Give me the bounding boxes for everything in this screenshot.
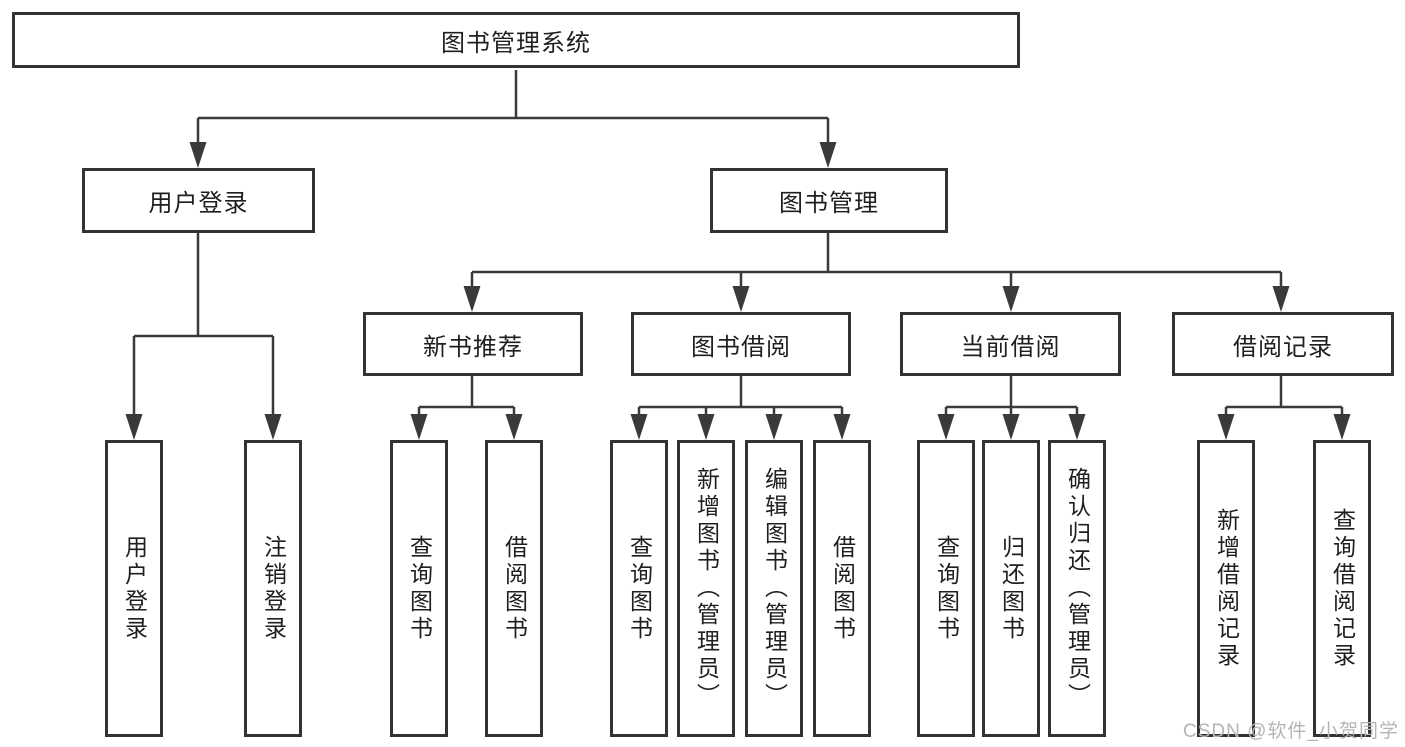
connector-book-borrowing <box>637 376 844 432</box>
node-label: 注销登录 <box>260 534 287 643</box>
arrow-icon <box>732 286 750 312</box>
arrow-icon <box>1002 414 1020 440</box>
connector-borrowing-records <box>1224 376 1344 432</box>
leaf-borrow-books-recommend: 借阅图书 <box>485 440 543 737</box>
node-book-management: 图书管理 <box>710 168 948 233</box>
node-label: 新增借阅记录 <box>1213 507 1240 670</box>
connector-user-login <box>132 233 275 432</box>
node-label: 新书推荐 <box>423 333 523 361</box>
arrow-icon <box>819 142 837 168</box>
arrow-icon <box>505 414 523 440</box>
leaf-edit-books-admin: 编辑图书（管理员） <box>745 440 803 737</box>
node-label: 编辑图书（管理员） <box>761 467 788 710</box>
node-user-login: 用户登录 <box>82 168 315 233</box>
node-label: 借阅记录 <box>1233 333 1333 361</box>
node-label: 图书管理 <box>779 190 879 217</box>
node-borrowing-records: 借阅记录 <box>1172 312 1394 376</box>
node-library-management-system: 图书管理系统 <box>12 12 1020 68</box>
arrow-icon <box>1333 414 1351 440</box>
leaf-query-books-borrowing: 查询图书 <box>610 440 668 737</box>
leaf-confirm-return-admin: 确认归还（管理员） <box>1048 440 1106 737</box>
connector-book-management <box>470 233 1283 304</box>
node-label: 图书管理系统 <box>441 29 591 57</box>
leaf-return-books: 归还图书 <box>982 440 1040 737</box>
node-label: 当前借阅 <box>960 333 1061 361</box>
node-label: 查询借阅记录 <box>1329 507 1356 670</box>
node-label: 用户登录 <box>148 190 249 217</box>
arrow-icon <box>264 414 282 440</box>
leaf-borrow-books-borrowing: 借阅图书 <box>813 440 871 737</box>
arrowheads <box>125 142 1351 440</box>
node-label: 新增图书（管理员） <box>693 467 720 710</box>
arrow-icon <box>463 286 481 312</box>
arrow-icon <box>697 414 715 440</box>
node-label: 查询图书 <box>626 534 653 643</box>
connector-root <box>196 70 830 160</box>
node-label: 图书借阅 <box>691 333 791 361</box>
connector-new-book-recommendation <box>417 376 516 432</box>
arrow-icon <box>1272 286 1290 312</box>
csdn-watermark: CSDN @软件_小贺同学 <box>1183 721 1399 742</box>
arrow-icon <box>765 414 783 440</box>
node-label: 借阅图书 <box>501 534 528 643</box>
arrow-icon <box>1002 286 1020 312</box>
leaf-user-login: 用户登录 <box>105 440 163 737</box>
node-book-borrowing: 图书借阅 <box>631 312 851 376</box>
arrow-icon <box>630 414 648 440</box>
node-label: 查询图书 <box>406 534 433 643</box>
leaf-query-borrow-record: 查询借阅记录 <box>1313 440 1371 737</box>
leaf-query-books-current: 查询图书 <box>917 440 975 737</box>
arrow-icon <box>410 414 428 440</box>
leaf-query-books-recommend: 查询图书 <box>390 440 448 737</box>
leaf-logout: 注销登录 <box>244 440 302 737</box>
node-label: 用户登录 <box>121 534 148 643</box>
node-label: 确认归还（管理员） <box>1064 467 1091 710</box>
arrow-icon <box>937 414 955 440</box>
node-label: 借阅图书 <box>829 534 856 643</box>
arrow-icon <box>833 414 851 440</box>
node-new-book-recommendation: 新书推荐 <box>363 312 583 376</box>
node-label: 归还图书 <box>998 534 1025 643</box>
arrow-icon <box>1217 414 1235 440</box>
leaf-add-borrow-record: 新增借阅记录 <box>1197 440 1255 737</box>
arrow-icon <box>1068 414 1086 440</box>
arrow-icon <box>125 414 143 440</box>
node-current-borrowing: 当前借阅 <box>900 312 1121 376</box>
node-label: 查询图书 <box>933 534 960 643</box>
arrow-icon <box>189 142 207 168</box>
leaf-add-books-admin: 新增图书（管理员） <box>677 440 735 737</box>
